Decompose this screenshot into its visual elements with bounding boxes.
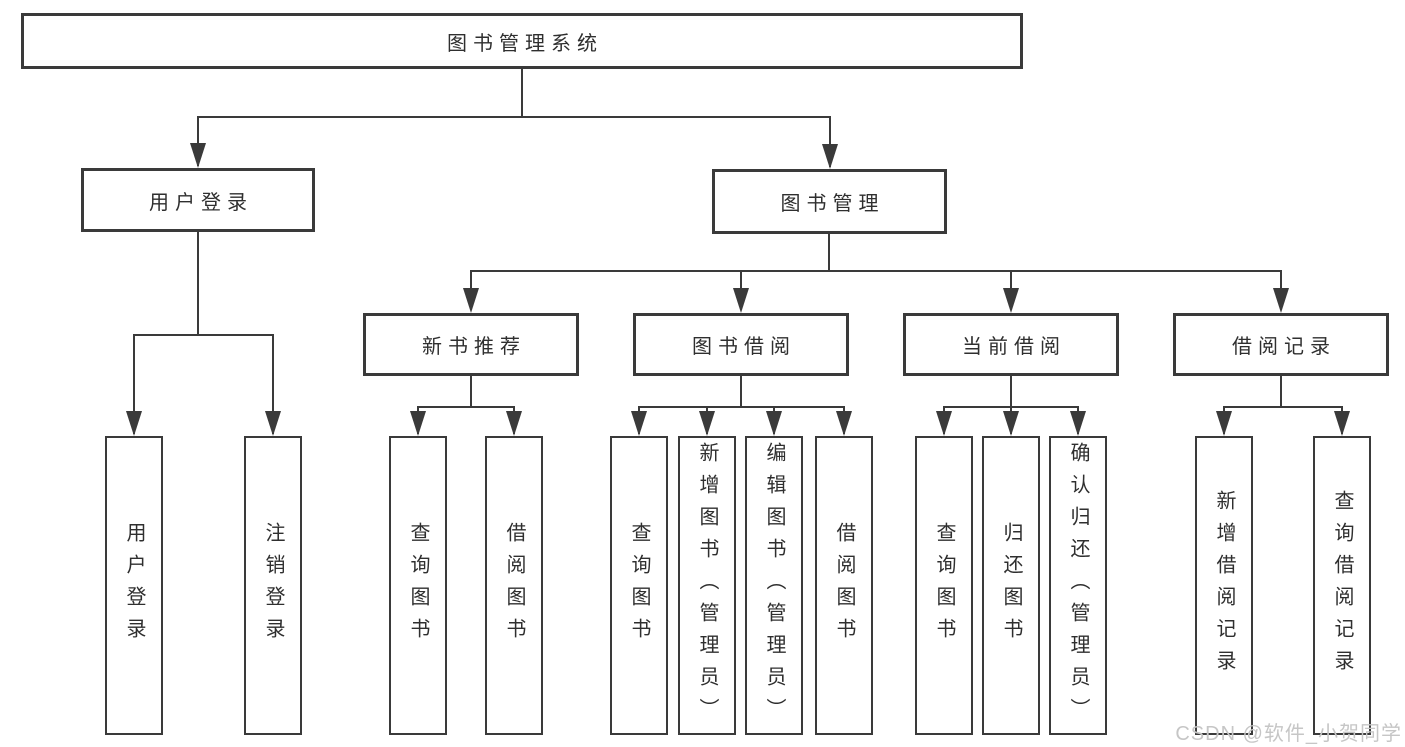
node-user-login: 用户登录 <box>81 168 315 232</box>
connector-line <box>133 334 274 336</box>
node-label: 归还图书 <box>1000 521 1022 650</box>
node-label: 图书管理系统 <box>447 32 603 55</box>
arrow-down-icon <box>1273 288 1289 313</box>
leaf-borrow-books-recommend: 借阅图书 <box>485 436 543 735</box>
connector-line <box>197 116 199 166</box>
arrow-down-icon <box>766 411 782 436</box>
arrow-down-icon <box>190 143 206 168</box>
connector-line <box>1010 376 1012 408</box>
node-label: 用户登录 <box>149 191 253 214</box>
arrow-down-icon <box>1216 411 1232 436</box>
node-label: 查询借阅记录 <box>1331 489 1353 682</box>
node-current-borrow: 当前借阅 <box>903 313 1119 376</box>
arrow-down-icon <box>1334 411 1350 436</box>
connector-line <box>1223 406 1343 408</box>
arrow-down-icon <box>733 288 749 313</box>
node-label: 注销登录 <box>262 521 284 650</box>
arrow-down-icon <box>1070 411 1086 436</box>
leaf-add-books-admin: 新增图书（管理员） <box>678 436 736 735</box>
node-label: 编辑图书（管理员） <box>763 441 785 730</box>
leaf-edit-books-admin: 编辑图书（管理员） <box>745 436 803 735</box>
connector-line <box>740 376 742 408</box>
node-label: 借阅图书 <box>503 521 525 650</box>
node-root-library-system: 图书管理系统 <box>21 13 1023 69</box>
connector-line <box>272 334 274 434</box>
connector-line <box>828 234 830 272</box>
arrow-down-icon <box>936 411 952 436</box>
connector-line <box>133 334 135 434</box>
arrow-down-icon <box>1003 411 1019 436</box>
connector-line <box>197 232 199 336</box>
node-label: 用户登录 <box>123 521 145 650</box>
node-label: 查询图书 <box>628 521 650 650</box>
arrow-down-icon <box>1003 288 1019 313</box>
node-label: 查询图书 <box>933 521 955 650</box>
arrow-down-icon <box>822 144 838 169</box>
arrow-down-icon <box>506 411 522 436</box>
connector-line <box>470 376 472 408</box>
leaf-query-borrow-record: 查询借阅记录 <box>1313 436 1371 735</box>
node-label: 图书管理 <box>780 193 885 215</box>
node-book-borrow: 图书借阅 <box>633 313 849 376</box>
connector-line <box>1280 376 1282 408</box>
connector-line <box>638 406 845 408</box>
arrow-down-icon <box>126 411 142 436</box>
leaf-confirm-return-admin: 确认归还（管理员） <box>1049 436 1107 735</box>
connector-line <box>470 270 1282 272</box>
node-label: 确认归还（管理员） <box>1067 441 1089 730</box>
node-borrow-records: 借阅记录 <box>1173 313 1389 376</box>
arrow-down-icon <box>836 411 852 436</box>
node-label: 图书借阅 <box>692 336 796 358</box>
leaf-user-login: 用户登录 <box>105 436 163 735</box>
arrow-down-icon <box>265 411 281 436</box>
connector-line <box>829 116 831 167</box>
watermark: CSDN @软件_小贺同学 <box>1175 723 1402 745</box>
node-label: 新增借阅记录 <box>1213 489 1235 682</box>
leaf-borrow-books: 借阅图书 <box>815 436 873 735</box>
node-book-management: 图书管理 <box>712 169 947 234</box>
leaf-query-books-borrow: 查询图书 <box>610 436 668 735</box>
arrow-down-icon <box>410 411 426 436</box>
connector-line <box>197 116 831 118</box>
node-label: 借阅图书 <box>833 521 855 650</box>
leaf-logout: 注销登录 <box>244 436 302 735</box>
node-label: 查询图书 <box>407 521 429 650</box>
node-new-book-recommend: 新书推荐 <box>363 313 579 376</box>
leaf-query-books-current: 查询图书 <box>915 436 973 735</box>
connector-line <box>417 406 515 408</box>
leaf-add-borrow-record: 新增借阅记录 <box>1195 436 1253 735</box>
node-label: 当前借阅 <box>962 336 1066 358</box>
leaf-return-books: 归还图书 <box>982 436 1040 735</box>
node-label: 新书推荐 <box>422 336 526 358</box>
node-label: 新增图书（管理员） <box>696 441 718 730</box>
arrow-down-icon <box>699 411 715 436</box>
node-label: 借阅记录 <box>1232 336 1336 358</box>
connector-line <box>521 69 523 117</box>
leaf-query-books-recommend: 查询图书 <box>389 436 447 735</box>
arrow-down-icon <box>463 288 479 313</box>
arrow-down-icon <box>631 411 647 436</box>
